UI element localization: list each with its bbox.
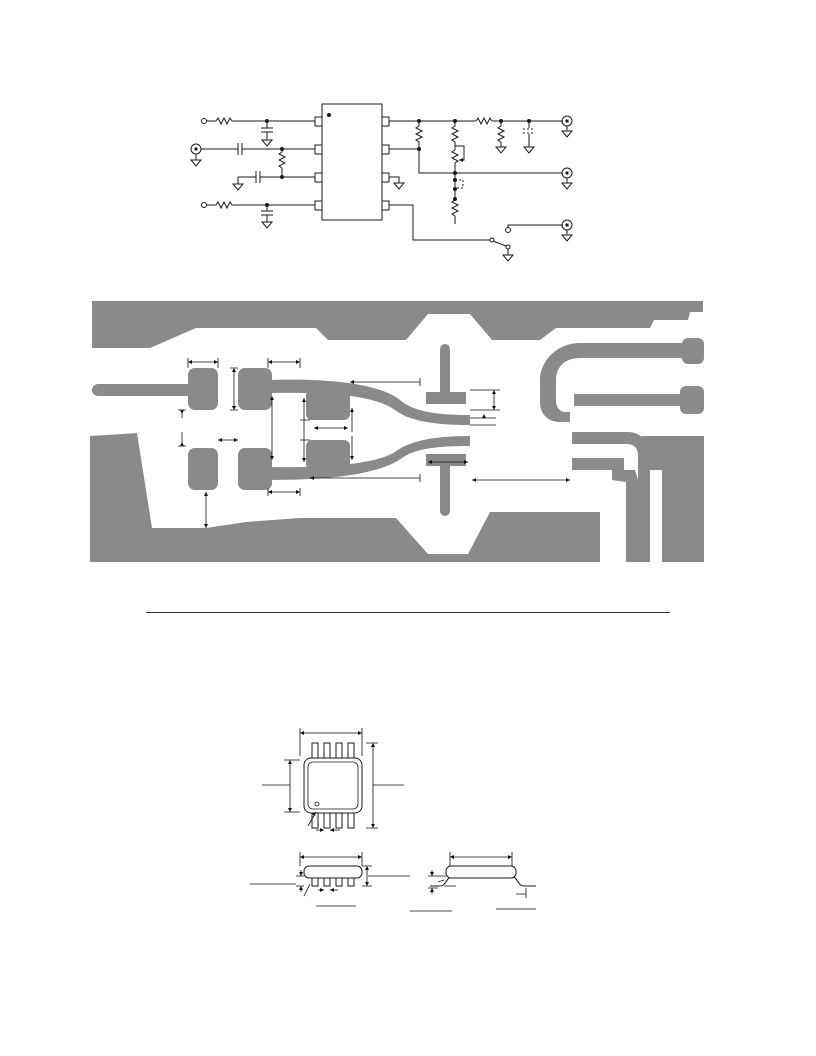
package-top-view: [262, 728, 404, 832]
ground-symbol: [501, 254, 515, 262]
ground-symbol: [260, 221, 274, 229]
capacitor: [237, 143, 243, 155]
ic-pin: [314, 116, 323, 127]
evaluation-schematic: [189, 103, 574, 262]
ic-pin: [381, 144, 390, 155]
ic-pin: [381, 200, 390, 211]
copper-top-ground: [92, 301, 703, 348]
u-shape-trace: [540, 343, 690, 422]
ground-symbol: [560, 234, 574, 242]
resistor: [277, 151, 287, 169]
stub-pad: [426, 392, 466, 404]
pcb-pad: [238, 448, 272, 490]
ic-pin: [381, 116, 390, 127]
straight-trace: [574, 394, 686, 406]
ground-symbol: [189, 159, 203, 167]
pcb-pad: [306, 440, 350, 470]
copper-right-ground: [640, 436, 704, 562]
switch-contact: [505, 244, 511, 250]
ic-pin: [314, 172, 323, 183]
pcb-pad: [238, 368, 272, 410]
connector-pad: [682, 338, 704, 364]
pcb-pad: [188, 368, 218, 410]
package-side-view: [250, 852, 410, 907]
ic-pin: [314, 144, 323, 155]
optional-jumper: [455, 179, 464, 189]
ground-symbol: [560, 182, 574, 190]
resistor: [450, 121, 460, 150]
input-terminal: [201, 202, 207, 208]
ic-body: [321, 103, 383, 221]
resistor: [215, 200, 233, 210]
pcb-layout: [90, 301, 704, 562]
pin1-indicator: [314, 801, 320, 807]
ground-symbol: [494, 146, 508, 154]
resistor: [215, 116, 233, 126]
ground-symbol: [260, 139, 274, 147]
switch-contact: [489, 237, 495, 243]
copper-right-strip: [612, 470, 638, 562]
pin1-marker: [327, 113, 331, 117]
resistor: [450, 199, 460, 224]
via-stub-bottom: [440, 456, 450, 516]
potentiometer: [450, 149, 460, 173]
optional-capacitor: [523, 128, 535, 134]
package-outline: [250, 728, 536, 912]
package-body-side: [303, 865, 363, 879]
capacitor: [261, 210, 273, 216]
package-body-end: [445, 865, 517, 879]
pcb-pad: [306, 390, 350, 420]
via-stub-top: [440, 344, 450, 404]
capacitor: [261, 127, 273, 133]
bent-trace: [572, 432, 650, 562]
ground-symbol: [392, 182, 406, 190]
capacitor: [255, 171, 261, 183]
input-trace: [92, 384, 197, 396]
pcb-pad: [188, 448, 218, 490]
resistor: [414, 121, 424, 149]
ic-pin: [314, 200, 323, 211]
input-terminal: [201, 118, 207, 124]
switch-contact: [505, 227, 511, 233]
section-divider: [146, 612, 670, 613]
package-end-view: [410, 852, 536, 912]
connector-pad: [680, 386, 704, 414]
stub-pad: [426, 454, 466, 466]
package-body: [303, 757, 363, 814]
copper-bottom-ground: [90, 433, 600, 562]
resistor: [475, 116, 493, 126]
switch-lever: [492, 240, 507, 247]
ground-symbol: [522, 146, 536, 154]
ground-symbol: [231, 183, 245, 191]
pcb-dimensions: [178, 358, 570, 528]
side-trace: [572, 458, 624, 470]
resistor: [496, 125, 506, 143]
ground-symbol: [560, 130, 574, 138]
ic-pin: [381, 172, 390, 183]
